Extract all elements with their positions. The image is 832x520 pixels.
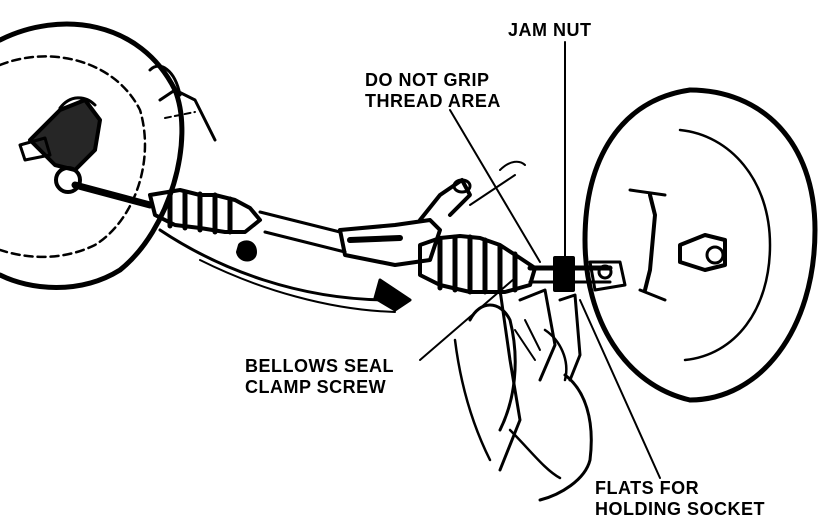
left-tie-rod bbox=[71, 181, 347, 262]
label-flats-line2: HOLDING SOCKET bbox=[595, 499, 766, 519]
leader-lines bbox=[419, 41, 661, 479]
label-bellows-line1: BELLOWS SEAL bbox=[245, 356, 394, 376]
label-jam-nut-text: JAM NUT bbox=[508, 20, 592, 40]
label-flats-line1: FLATS FOR bbox=[595, 478, 700, 498]
label-bellows-seal: BELLOWS SEAL CLAMP SCREW bbox=[245, 356, 394, 398]
label-do-not-grip-line2: THREAD AREA bbox=[365, 91, 501, 111]
rack-housing bbox=[158, 218, 442, 313]
leader-flats bbox=[579, 299, 661, 479]
pinion-shaft bbox=[418, 160, 526, 222]
left-knuckle bbox=[18, 96, 102, 194]
right-tie-rod bbox=[527, 256, 627, 292]
label-bellows-line2: CLAMP SCREW bbox=[245, 377, 387, 397]
right-wheel bbox=[582, 87, 818, 403]
leader-do-not-grip bbox=[449, 109, 541, 263]
label-flats-for-holding-socket: FLATS FOR HOLDING SOCKET bbox=[595, 478, 765, 520]
leader-bellows bbox=[419, 277, 516, 361]
left-wheel bbox=[0, 21, 217, 290]
label-do-not-grip-line1: DO NOT GRIP bbox=[365, 70, 490, 90]
hands-with-wrenches bbox=[453, 288, 593, 502]
label-jam-nut: JAM NUT bbox=[508, 20, 592, 41]
label-do-not-grip: DO NOT GRIP THREAD AREA bbox=[365, 70, 501, 112]
